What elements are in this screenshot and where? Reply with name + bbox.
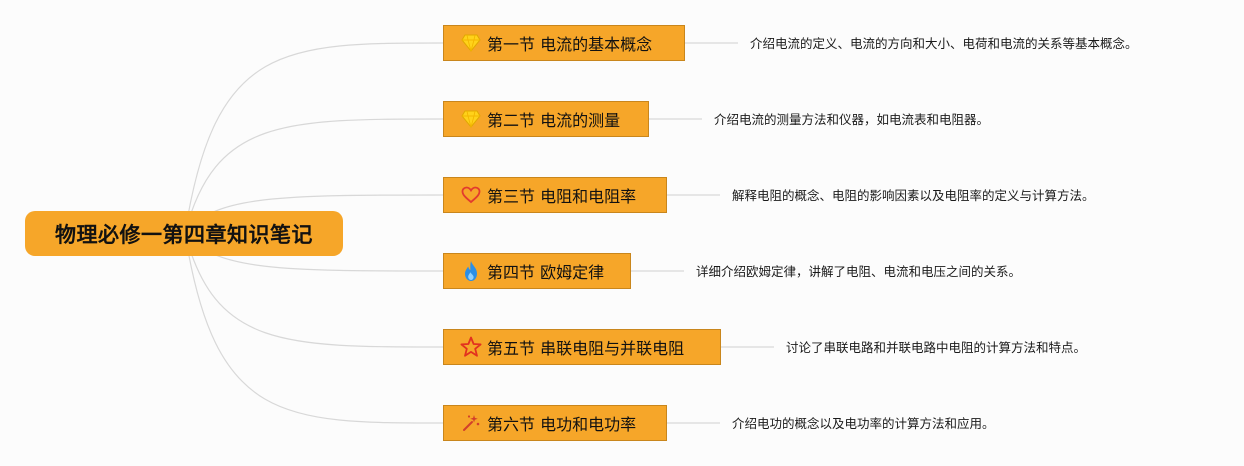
- root-topic[interactable]: 物理必修一第四章知识笔记: [25, 211, 343, 256]
- branch-connector: [184, 42, 444, 234]
- section-node-1-label: 第一节 电流的基本概念: [487, 35, 653, 54]
- diamond-icon: [460, 108, 482, 130]
- section-description-3: 解释电阻的概念、电阻的影响因素以及电阻率的定义与计算方法。: [732, 188, 1095, 203]
- section-node-2[interactable]: 第二节 电流的测量: [443, 101, 649, 137]
- section-description-5: 讨论了串联电路和并联电路中电阻的计算方法和特点。: [786, 340, 1087, 355]
- sparkle-wand-icon: [460, 412, 482, 434]
- section-node-2-label: 第二节 电流的测量: [487, 111, 621, 130]
- section-description-6: 介绍电功的概念以及电功率的计算方法和应用。: [732, 416, 995, 431]
- section-node-3-label: 第三节 电阻和电阻率: [487, 187, 637, 206]
- flame-icon: [460, 260, 482, 282]
- diamond-icon: [460, 32, 482, 54]
- branch-connector: [184, 232, 444, 424]
- section-description-1: 介绍电流的定义、电流的方向和大小、电荷和电流的关系等基本概念。: [750, 36, 1138, 51]
- star-icon: [460, 336, 482, 358]
- section-description-4: 详细介绍欧姆定律，讲解了电阻、电流和电压之间的关系。: [696, 264, 1022, 279]
- section-node-6-label: 第六节 电功和电功率: [487, 415, 637, 434]
- section-node-4-label: 第四节 欧姆定律: [487, 263, 605, 282]
- section-node-6[interactable]: 第六节 电功和电功率: [443, 405, 667, 441]
- heart-icon: [460, 184, 482, 206]
- section-node-3[interactable]: 第三节 电阻和电阻率: [443, 177, 667, 213]
- section-node-5[interactable]: 第五节 串联电阻与并联电阻: [443, 329, 721, 365]
- section-node-4[interactable]: 第四节 欧姆定律: [443, 253, 631, 289]
- root-topic-label: 物理必修一第四章知识笔记: [55, 222, 313, 247]
- section-node-1[interactable]: 第一节 电流的基本概念: [443, 25, 685, 61]
- section-description-2: 介绍电流的测量方法和仪器，如电流表和电阻器。: [714, 112, 990, 127]
- section-node-5-label: 第五节 串联电阻与并联电阻: [487, 339, 685, 358]
